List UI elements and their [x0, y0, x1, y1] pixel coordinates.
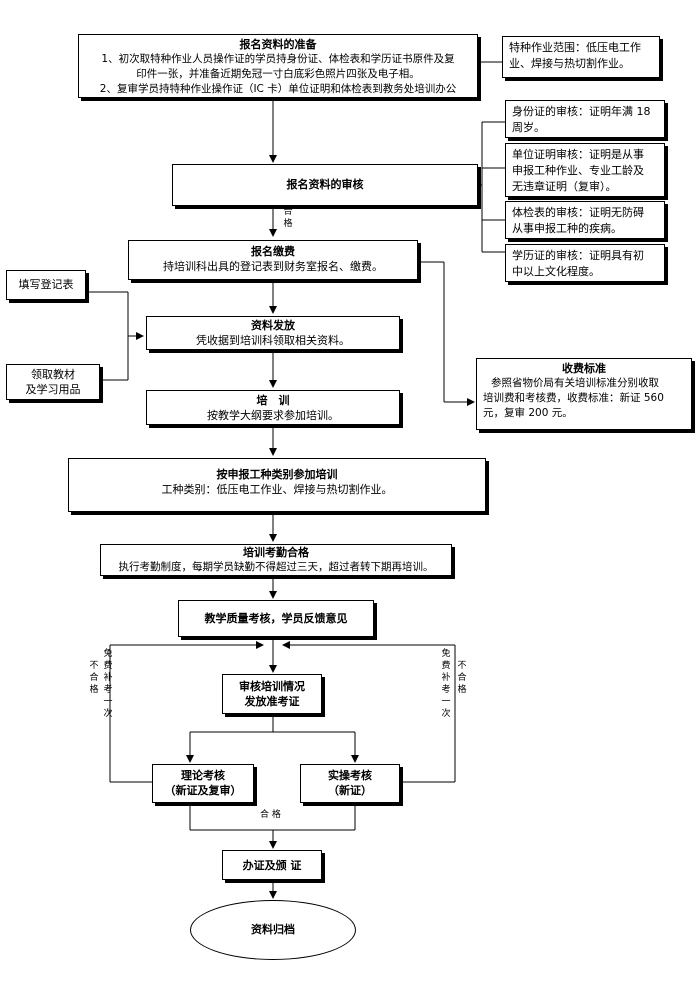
retake-label-left: 免费补考一次: [103, 649, 113, 719]
scope-note-line2: 业、焊接与热切割作业。: [509, 57, 630, 70]
step-review-materials: 报名资料的审核: [172, 164, 478, 206]
review-note-unit-line3: 无违章证明（复审）。: [512, 180, 617, 193]
pass-label-1: 合 格: [283, 207, 293, 229]
fail-label-right: 不合格: [457, 661, 467, 695]
fee-standard-line2: 培训费和考核费，收费标准：新证 560: [483, 392, 664, 404]
step-training-desc: 按教学大纲要求参加培训。: [207, 409, 339, 422]
fee-standard-box: 收费标准 参照省物价局有关培训标准分别收取 培训费和考核费，收费标准：新证 56…: [476, 358, 692, 430]
fee-standard-line1: 参照省物价局有关培训标准分别收取: [491, 377, 659, 389]
theory-exam-line1: 理论考核: [181, 769, 225, 782]
review-note-education-line1: 学历证的审核：证明具有初: [512, 249, 644, 262]
step-material-distribution: 资料发放 凭收据到培训科领取相关资料。: [146, 316, 400, 350]
theory-exam-box: 理论考核 （新证及复审）: [152, 764, 254, 803]
step-by-type-desc: 工种类别：低压电工作业、焊接与热切割作业。: [161, 483, 393, 496]
scope-note-line1: 特种作业范围：低压电工作: [509, 41, 641, 54]
review-note-health-line1: 体检表的审核：证明无防碍: [512, 206, 644, 219]
practice-exam-line2: （新证）: [328, 784, 372, 797]
step-issue-certificate: 办证及颁 证: [222, 850, 322, 880]
archive-ellipse: 资料归档: [190, 900, 356, 960]
step-issue-title: 办证及颁 证: [242, 859, 302, 872]
step-registration-desc: 持培训科出具的登记表到财务室报名、缴费。: [163, 260, 383, 273]
fill-form-text: 填写登记表: [18, 278, 74, 291]
step-prepare-line3: 2、复审学员持特种作业操作证（IC 卡）单位证明和体检表到教务处培训办公: [99, 83, 457, 95]
step-attendance-desc: 执行考勤制度，每期学员缺勤不得超过三天，超过者转下期再培训。: [118, 561, 434, 573]
step-distribution-title: 资料发放: [251, 319, 295, 332]
pass-label-2: 合 格: [260, 810, 281, 820]
review-note-health-line2: 从事申报工种的疾病。: [512, 222, 622, 235]
step-attendance: 培训考勤合格 执行考勤制度，每期学员缺勤不得超过三天，超过者转下期再培训。: [100, 544, 452, 576]
get-books-line1: 领取教材: [31, 368, 75, 381]
fill-form-box: 填写登记表: [6, 270, 86, 300]
step-review-title: 报名资料的审核: [286, 178, 364, 191]
retake-label-right: 免费补考一次: [441, 649, 451, 719]
step-quality-assessment: 教学质量考核，学员反馈意见: [178, 600, 374, 637]
review-note-id-line2: 周岁。: [512, 121, 545, 134]
review-note-id-line1: 身份证的审核：证明年满 18: [512, 105, 651, 118]
review-note-unit-line1: 单位证明审核：证明是从事: [512, 148, 644, 161]
review-note-unit-line2: 申报工种作业、专业工龄及: [512, 164, 644, 177]
archive-title: 资料归档: [251, 923, 295, 936]
fail-label-left: 不合格: [89, 661, 99, 695]
step-quality-title: 教学质量考核，学员反馈意见: [204, 612, 348, 625]
step-training: 培 训 按教学大纲要求参加培训。: [146, 390, 400, 425]
step-registration-fee: 报名缴费 持培训科出具的登记表到财务室报名、缴费。: [128, 240, 418, 280]
step-admission-ticket: 审核培训情况 发放准考证: [222, 674, 322, 714]
review-note-health: 体检表的审核：证明无防碍 从事申报工种的疾病。: [505, 201, 665, 239]
step-prepare-materials: 报名资料的准备 1、初次取特种作业人员操作证的学员持身份证、体检表和学历证书原件…: [78, 34, 478, 98]
step-prepare-title: 报名资料的准备: [239, 38, 317, 51]
review-note-education: 学历证的审核：证明具有初 中以上文化程度。: [505, 244, 665, 282]
step-prepare-line1: 1、初次取特种作业人员操作证的学员持身份证、体检表和学历证书原件及复: [101, 53, 455, 65]
fee-standard-title: 收费标准: [562, 362, 606, 375]
step-training-title: 培 训: [256, 394, 290, 407]
review-note-education-line2: 中以上文化程度。: [512, 265, 600, 278]
get-books-box: 领取教材 及学习用品: [6, 364, 100, 400]
step-registration-title: 报名缴费: [251, 245, 295, 258]
practice-exam-box: 实操考核 （新证）: [300, 764, 400, 803]
step-attendance-title: 培训考勤合格: [243, 546, 309, 559]
get-books-line2: 及学习用品: [25, 383, 81, 396]
step-admission-line1: 审核培训情况: [239, 680, 305, 693]
practice-exam-line1: 实操考核: [328, 769, 372, 782]
step-prepare-line2: 印件一张，并准备近期免冠一寸白底彩色照片四张及电子相。: [136, 68, 420, 80]
theory-exam-line2: （新证及复审）: [164, 784, 242, 797]
review-note-id: 身份证的审核：证明年满 18 周岁。: [505, 100, 665, 138]
fee-standard-line3: 元，复审 200 元。: [483, 407, 573, 419]
review-note-unit: 单位证明审核：证明是从事 申报工种作业、专业工龄及 无违章证明（复审）。: [505, 143, 665, 197]
step-distribution-desc: 凭收据到培训科领取相关资料。: [196, 334, 350, 347]
step-admission-line2: 发放准考证: [244, 695, 300, 708]
step-training-by-type: 按申报工种类别参加培训 工种类别：低压电工作业、焊接与热切割作业。: [68, 458, 486, 512]
step-by-type-title: 按申报工种类别参加培训: [216, 468, 338, 481]
scope-note: 特种作业范围：低压电工作 业、焊接与热切割作业。: [502, 36, 660, 78]
